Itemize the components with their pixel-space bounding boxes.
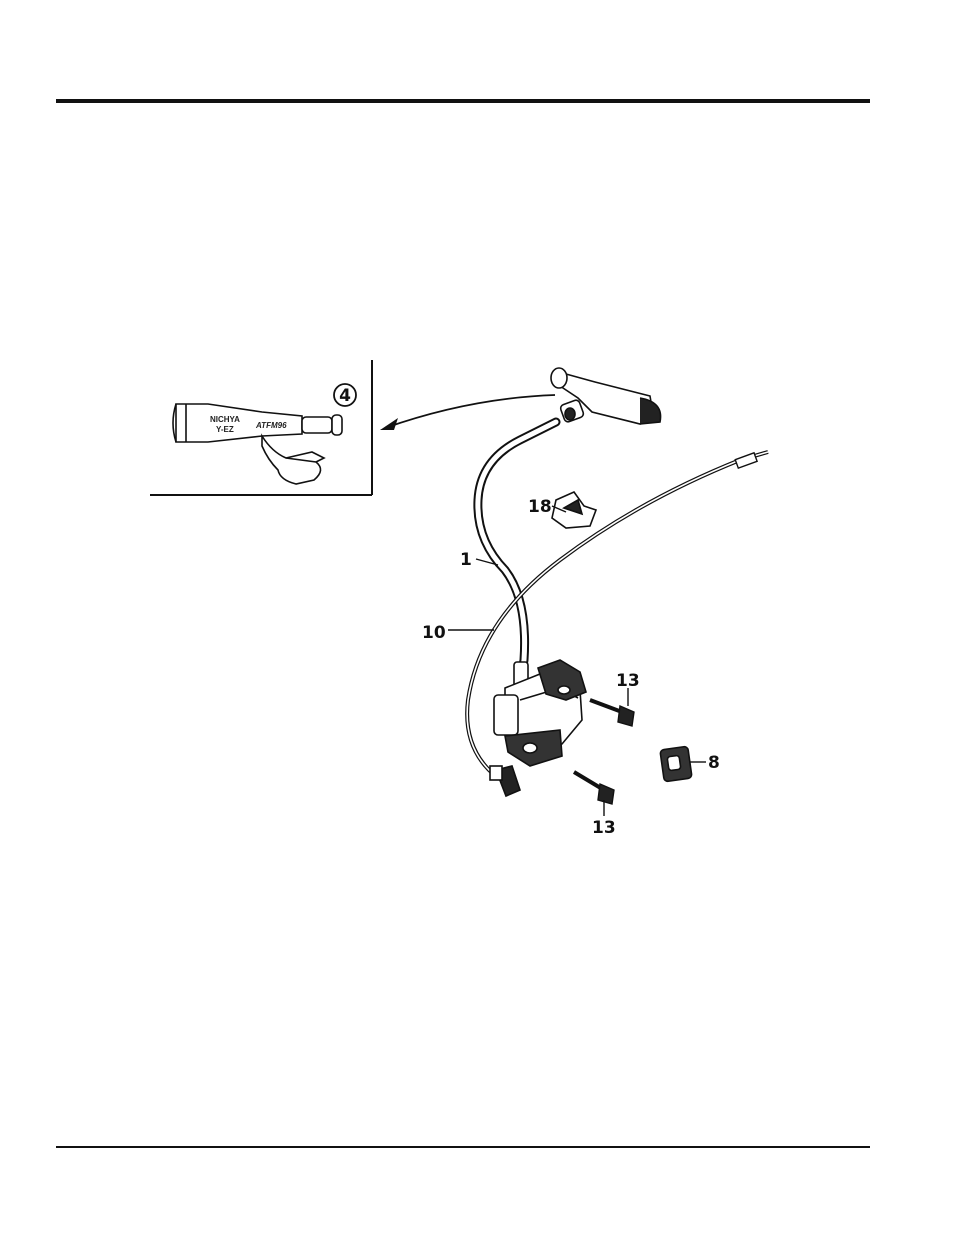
inset-cap-text-3: ATFM96 bbox=[255, 421, 287, 430]
inset-cap-text-1: NICHYA bbox=[210, 415, 240, 424]
callout-13-upper: 13 bbox=[616, 671, 640, 691]
inset-cap-text-2: Y-EZ bbox=[216, 425, 234, 434]
inset-plug-cap bbox=[173, 404, 342, 484]
wire-clip bbox=[552, 492, 596, 528]
arrow-head bbox=[380, 418, 398, 430]
callout-8: 8 bbox=[708, 753, 720, 773]
spark-plug-cap bbox=[551, 368, 661, 424]
ground-terminal bbox=[490, 766, 520, 796]
clamp bbox=[660, 746, 692, 782]
callout-18: 18 bbox=[528, 497, 552, 517]
top-rule bbox=[56, 99, 870, 103]
bolt-lower bbox=[574, 772, 614, 804]
callout-10: 10 bbox=[422, 623, 446, 643]
wire-terminal bbox=[735, 453, 757, 468]
callout-1: 1 bbox=[460, 550, 472, 570]
detail-arrow bbox=[385, 395, 555, 428]
callout-4: 4 bbox=[339, 386, 351, 406]
ignition-coil bbox=[494, 660, 586, 766]
bottom-rule bbox=[56, 1146, 870, 1148]
callout-13-lower: 13 bbox=[592, 818, 616, 838]
